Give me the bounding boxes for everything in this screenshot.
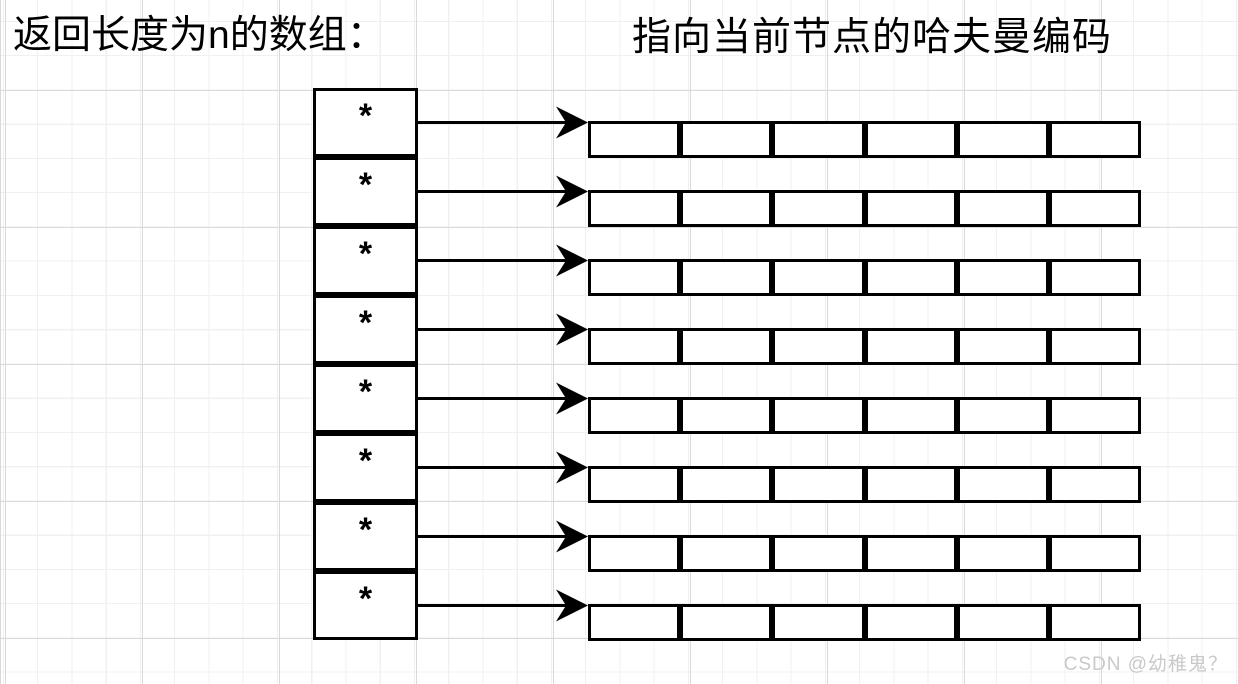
pointer-box: * <box>313 226 418 295</box>
pointer-box: * <box>313 433 418 502</box>
code-array <box>588 465 1142 503</box>
array-cell <box>1048 465 1142 503</box>
pointer-label: * <box>358 234 373 273</box>
arrow-head <box>556 106 588 139</box>
pointer-label: * <box>358 510 373 549</box>
array-cell <box>864 189 957 227</box>
code-array <box>588 189 1142 227</box>
arrow-head <box>556 589 588 622</box>
pointer-label: * <box>358 372 373 411</box>
array-cell <box>588 327 681 365</box>
array-cell <box>772 258 865 296</box>
array-cell <box>1048 534 1142 572</box>
pointer-box: * <box>313 157 418 226</box>
watermark: CSDN @幼稚鬼？ <box>1063 654 1228 675</box>
pointer-box: * <box>313 502 418 571</box>
array-cell <box>864 120 957 158</box>
array-cell <box>864 603 957 641</box>
array-cell <box>864 534 957 572</box>
pointer-label: * <box>358 303 373 342</box>
array-cell <box>680 534 773 572</box>
code-array <box>588 327 1142 365</box>
array-cell <box>956 465 1049 503</box>
array-cell <box>772 120 865 158</box>
array-cell <box>956 396 1049 434</box>
array-cell <box>864 258 957 296</box>
array-cell <box>588 189 681 227</box>
array-cell <box>680 189 773 227</box>
right-title: 指向当前节点的哈夫曼编码 <box>632 16 1113 59</box>
array-cell <box>1048 189 1142 227</box>
array-cell <box>680 120 773 158</box>
array-cell <box>588 120 681 158</box>
code-array <box>588 534 1142 572</box>
array-cell <box>772 327 865 365</box>
pointer-label: * <box>358 579 373 618</box>
array-cell <box>588 396 681 434</box>
array-cell <box>588 603 681 641</box>
pointer-box: * <box>313 88 418 157</box>
array-cell <box>1048 258 1142 296</box>
array-cell <box>588 258 681 296</box>
code-array <box>588 603 1142 641</box>
array-cell <box>956 189 1049 227</box>
array-cell <box>772 396 865 434</box>
array-cell <box>680 258 773 296</box>
array-cell <box>956 327 1049 365</box>
arrow-head <box>556 244 588 277</box>
array-cell <box>772 534 865 572</box>
array-cell <box>864 327 957 365</box>
arrow-head <box>556 520 588 553</box>
pointer-label: * <box>358 165 373 204</box>
array-cell <box>956 258 1049 296</box>
code-array <box>588 258 1142 296</box>
code-array <box>588 396 1142 434</box>
array-cell <box>680 465 773 503</box>
code-array <box>588 120 1142 158</box>
array-cell <box>772 189 865 227</box>
array-cell <box>772 465 865 503</box>
array-cell <box>772 603 865 641</box>
array-cell <box>588 465 681 503</box>
array-cell <box>1048 327 1142 365</box>
array-cell <box>956 603 1049 641</box>
array-cell <box>864 465 957 503</box>
array-cell <box>680 603 773 641</box>
arrow-head <box>556 175 588 208</box>
array-cell <box>680 327 773 365</box>
array-cell <box>956 534 1049 572</box>
pointer-label: * <box>358 441 373 480</box>
array-cell <box>680 396 773 434</box>
array-cell <box>1048 120 1142 158</box>
array-cell <box>864 396 957 434</box>
arrow-head <box>556 451 588 484</box>
arrow-head <box>556 382 588 415</box>
array-cell <box>1048 603 1142 641</box>
pointer-box: * <box>313 295 418 364</box>
arrow-head <box>556 313 588 346</box>
array-cell <box>588 534 681 572</box>
array-cell <box>956 120 1049 158</box>
pointer-box: * <box>313 364 418 433</box>
pointer-box: * <box>313 571 418 640</box>
left-title: 返回长度为n的数组： <box>13 14 386 57</box>
array-cell <box>1048 396 1142 434</box>
pointer-label: * <box>358 96 373 135</box>
